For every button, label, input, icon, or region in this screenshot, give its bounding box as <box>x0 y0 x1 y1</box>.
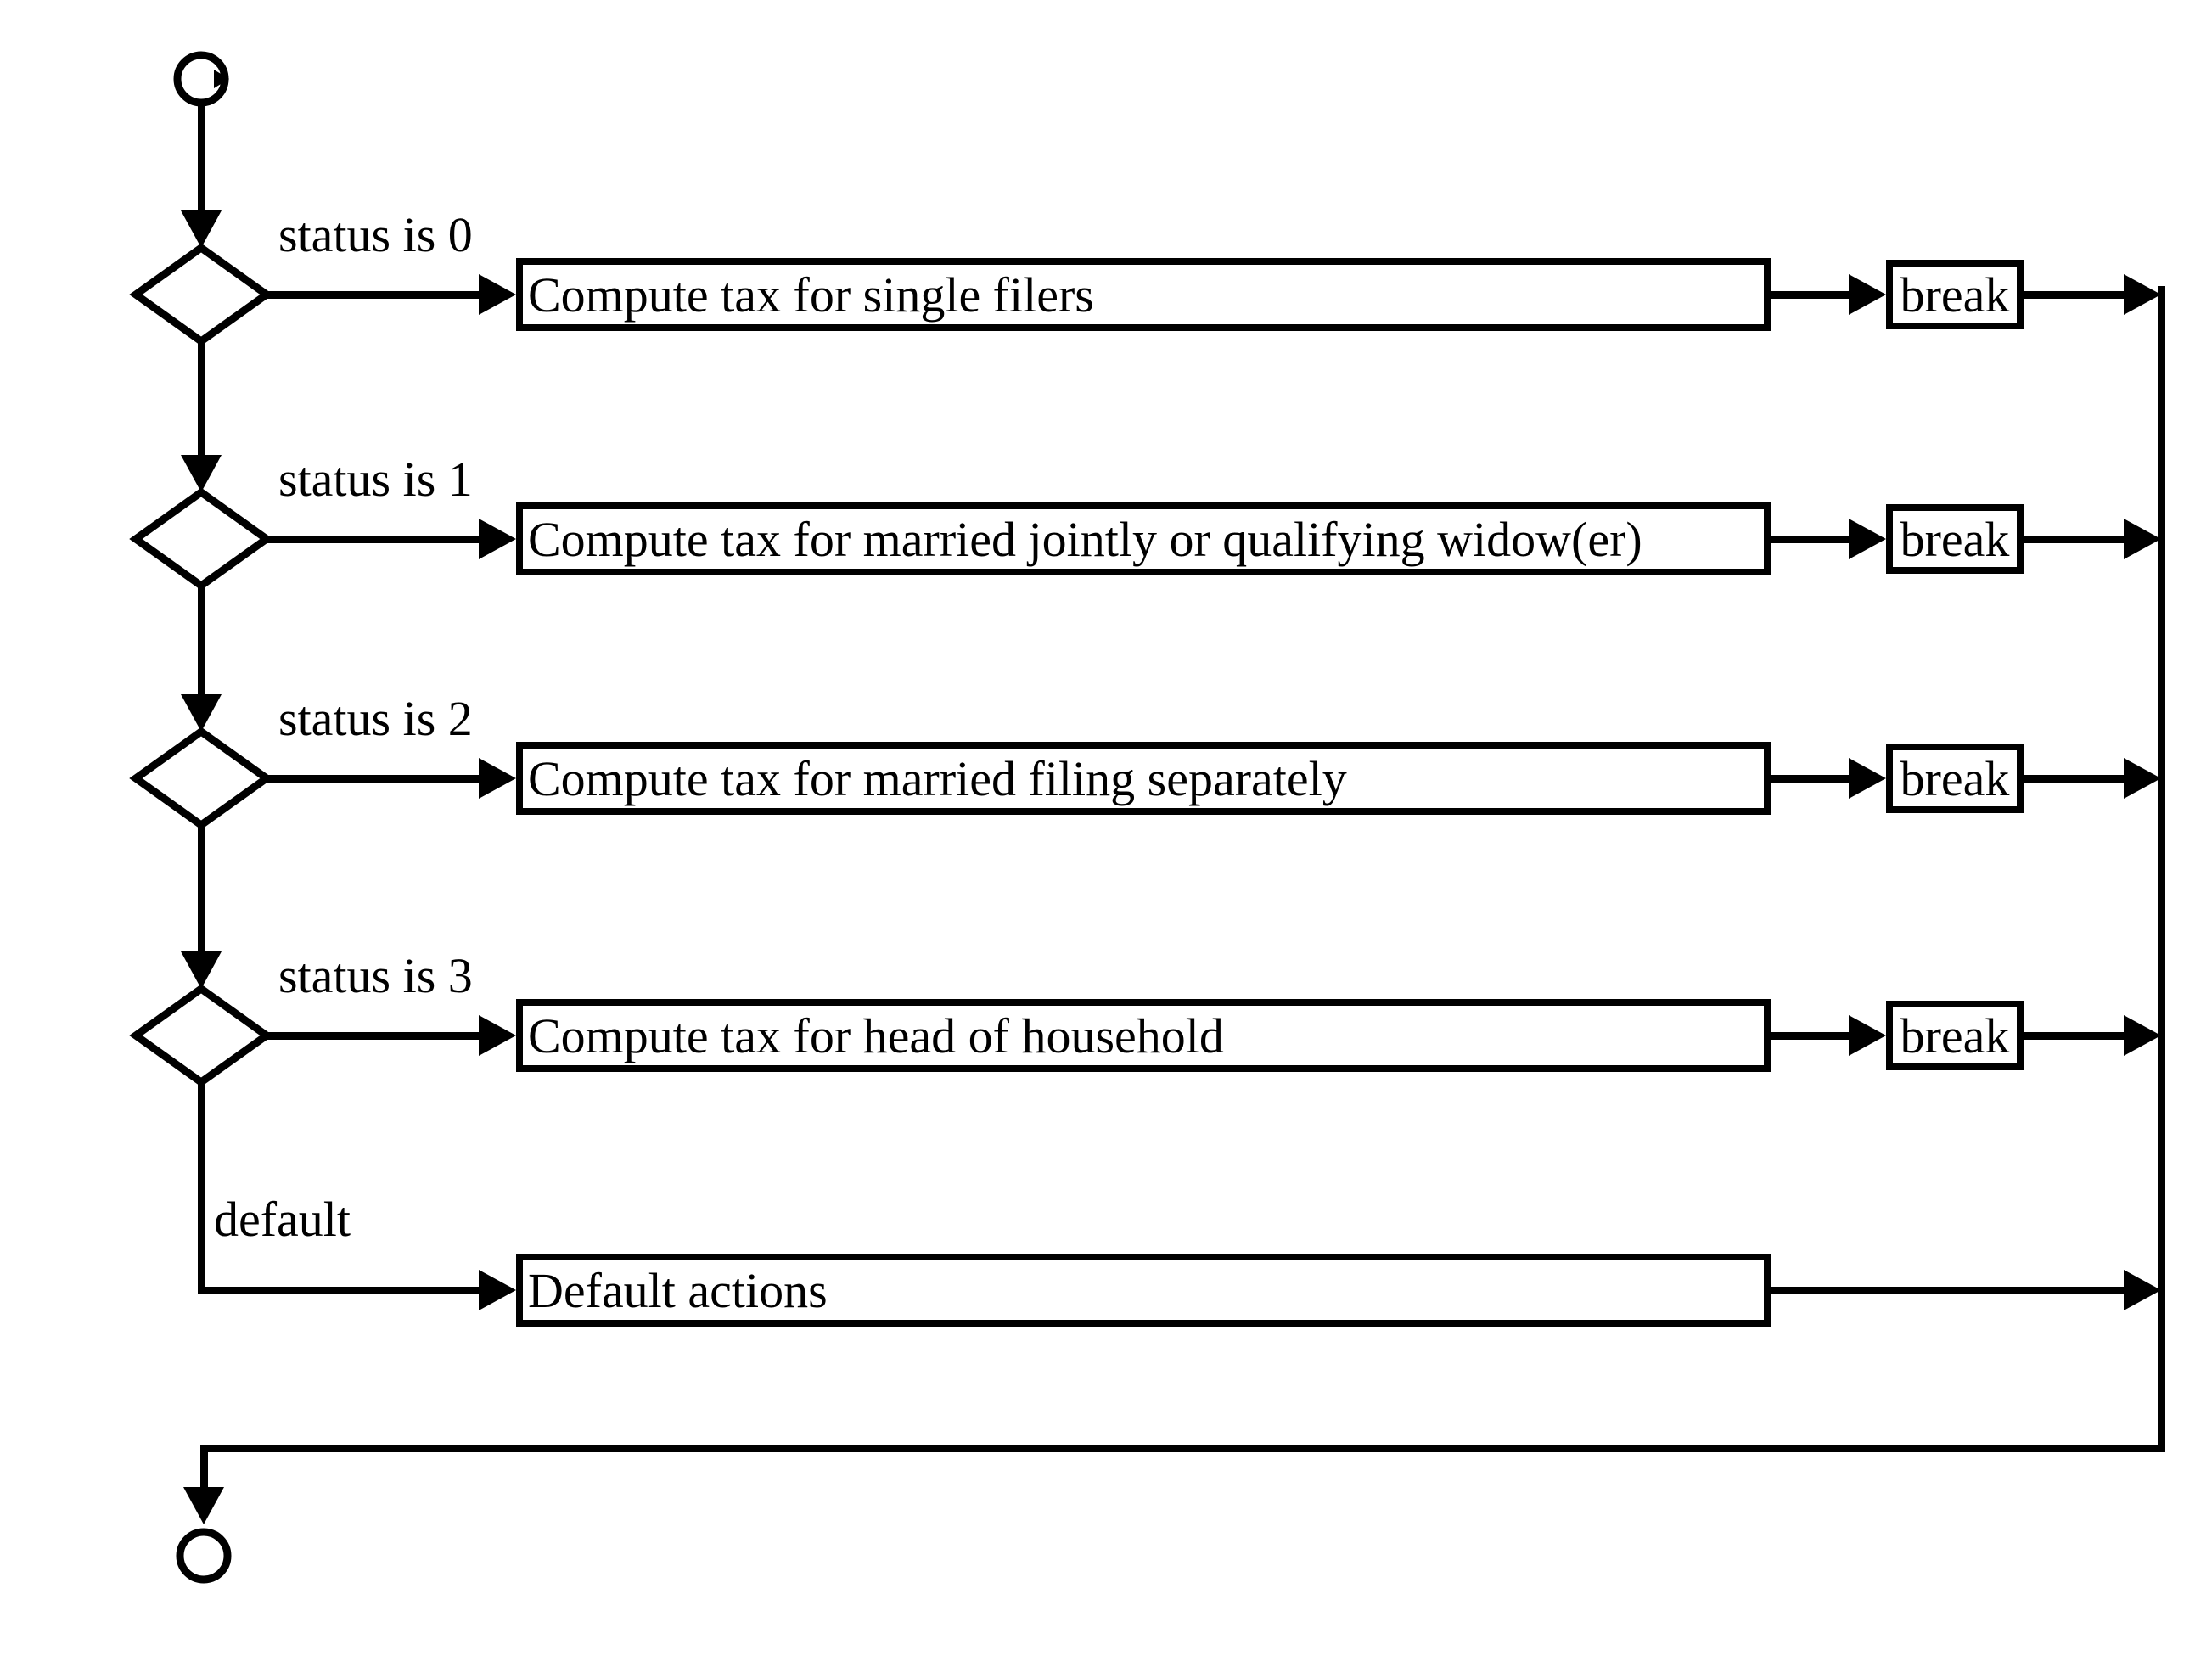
arrowhead-right-icon <box>2124 519 2161 559</box>
flow-line-start-to-d1 <box>198 102 205 216</box>
flow-line-d3-to-d4 <box>198 823 205 952</box>
break-box: break <box>1886 1001 2024 1070</box>
arrowhead-right-icon <box>2124 758 2161 799</box>
process-box: Compute tax for married filing separatel… <box>516 742 1771 815</box>
process-box: Compute tax for single filers <box>516 258 1771 331</box>
arrowhead-right-icon <box>1849 1015 1886 1056</box>
merge-rail-line <box>2158 286 2165 1452</box>
process-box: Compute tax for head of household <box>516 999 1771 1072</box>
flow-line-default-elbow <box>198 1287 482 1294</box>
arrowhead-right-icon <box>2124 1270 2161 1310</box>
break-box: break <box>1886 504 2024 574</box>
flow-line-d3-to-box <box>263 775 484 783</box>
process-box: Default actions <box>516 1254 1771 1327</box>
flow-line-box-to-break <box>1771 536 1855 543</box>
branch-condition-label: status is 0 <box>278 207 473 262</box>
arrowhead-right-icon <box>479 519 516 559</box>
flow-line-d1-to-d2 <box>198 340 205 458</box>
arrowhead-right-icon <box>479 1270 516 1310</box>
branch-condition-label: status is 1 <box>278 452 473 507</box>
flow-line-break-to-rail <box>2024 536 2131 543</box>
flow-line-default-to-rail <box>1771 1287 2131 1294</box>
arrowhead-right-icon <box>1849 519 1886 559</box>
arrowhead-down-icon <box>181 455 222 492</box>
decision-diamond <box>129 487 273 591</box>
break-box: break <box>1886 744 2024 813</box>
break-box: break <box>1886 260 2024 329</box>
arrowhead-down-icon <box>181 694 222 732</box>
flow-line-break-to-rail <box>2024 1032 2131 1040</box>
flow-line-d4-to-default <box>198 1079 205 1290</box>
flow-line-d2-to-d3 <box>198 584 205 698</box>
arrowhead-right-icon <box>1849 274 1886 315</box>
start-terminal-notch-icon <box>214 70 229 88</box>
arrowhead-down-icon <box>183 1487 224 1524</box>
arrowhead-down-icon <box>181 210 222 248</box>
arrowhead-right-icon <box>2124 274 2161 315</box>
flow-line-box-to-break <box>1771 291 1855 299</box>
branch-condition-label: status is 3 <box>278 948 473 1003</box>
arrowhead-right-icon <box>479 758 516 799</box>
arrowhead-right-icon <box>479 274 516 315</box>
flow-line-box-to-break <box>1771 1032 1855 1040</box>
arrowhead-down-icon <box>181 951 222 989</box>
arrowhead-right-icon <box>479 1015 516 1056</box>
decision-diamond <box>129 243 273 346</box>
flow-line-to-end <box>200 1445 208 1491</box>
branch-condition-label: status is 2 <box>278 691 473 746</box>
decision-diamond <box>129 727 273 830</box>
flow-line-d1-to-box <box>263 291 484 299</box>
flow-line-bottom <box>200 1445 2165 1452</box>
flow-line-d4-to-box <box>263 1032 484 1040</box>
process-box: Compute tax for married jointly or quali… <box>516 502 1771 575</box>
decision-diamond <box>129 984 273 1087</box>
flow-line-break-to-rail <box>2024 775 2131 783</box>
flow-line-break-to-rail <box>2024 291 2131 299</box>
flow-line-d2-to-box <box>263 536 484 543</box>
branch-condition-label: default <box>214 1192 351 1247</box>
end-terminal-icon <box>176 1528 232 1584</box>
arrowhead-right-icon <box>1849 758 1886 799</box>
arrowhead-right-icon <box>2124 1015 2161 1056</box>
flow-line-box-to-break <box>1771 775 1855 783</box>
